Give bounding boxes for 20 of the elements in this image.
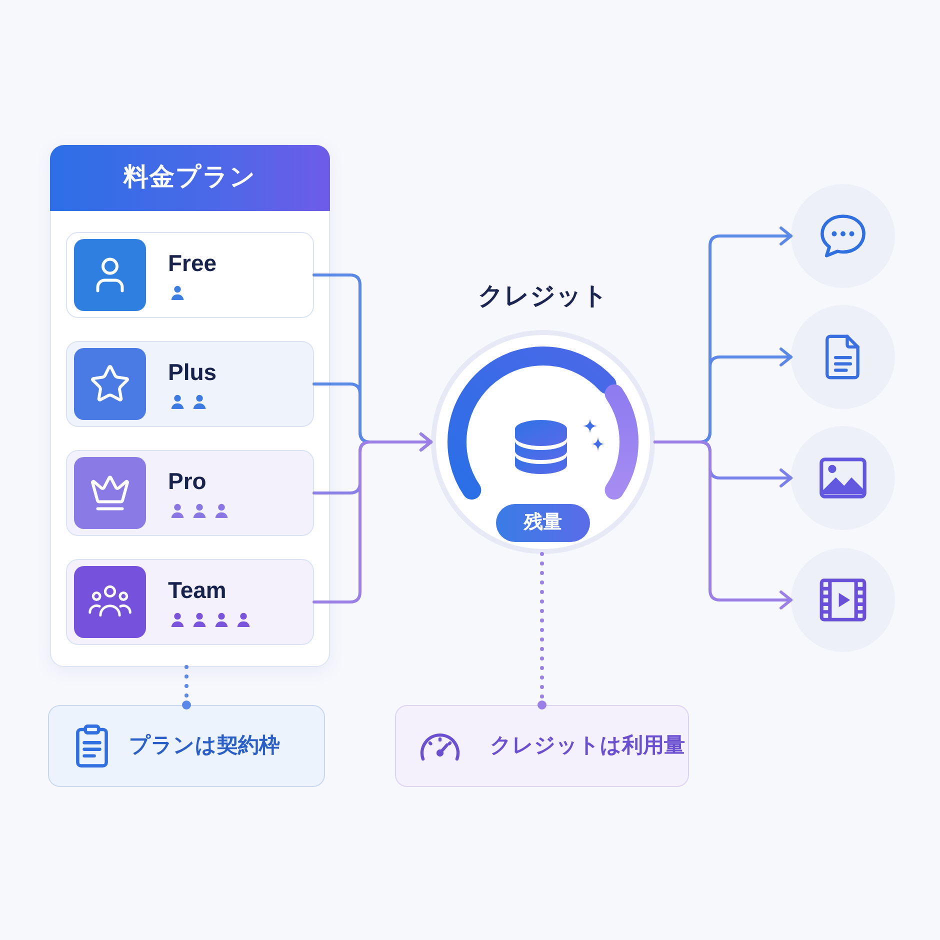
status-pill: 残量 <box>496 504 590 542</box>
panel-title: 料金プラン <box>124 162 256 194</box>
dotted-connector <box>182 665 191 710</box>
plan-name: Free <box>168 249 217 278</box>
note-text: プランは契約枠 <box>129 732 280 760</box>
dotted-connector <box>538 552 546 710</box>
plan-card <box>66 450 314 536</box>
plan-name: Plus <box>168 358 217 387</box>
arrow <box>654 440 792 610</box>
note-box <box>48 705 325 787</box>
plan-name: Pro <box>168 467 206 496</box>
plan-card <box>66 232 314 318</box>
arrow <box>312 432 432 604</box>
plan-card <box>66 341 314 427</box>
plan-name: Team <box>168 576 226 605</box>
gauge-title: クレジット <box>478 281 608 312</box>
plan-panel <box>50 145 330 667</box>
plan-card <box>66 559 314 645</box>
note-box <box>395 705 689 787</box>
note-text: クレジットは利用量 <box>490 733 685 760</box>
